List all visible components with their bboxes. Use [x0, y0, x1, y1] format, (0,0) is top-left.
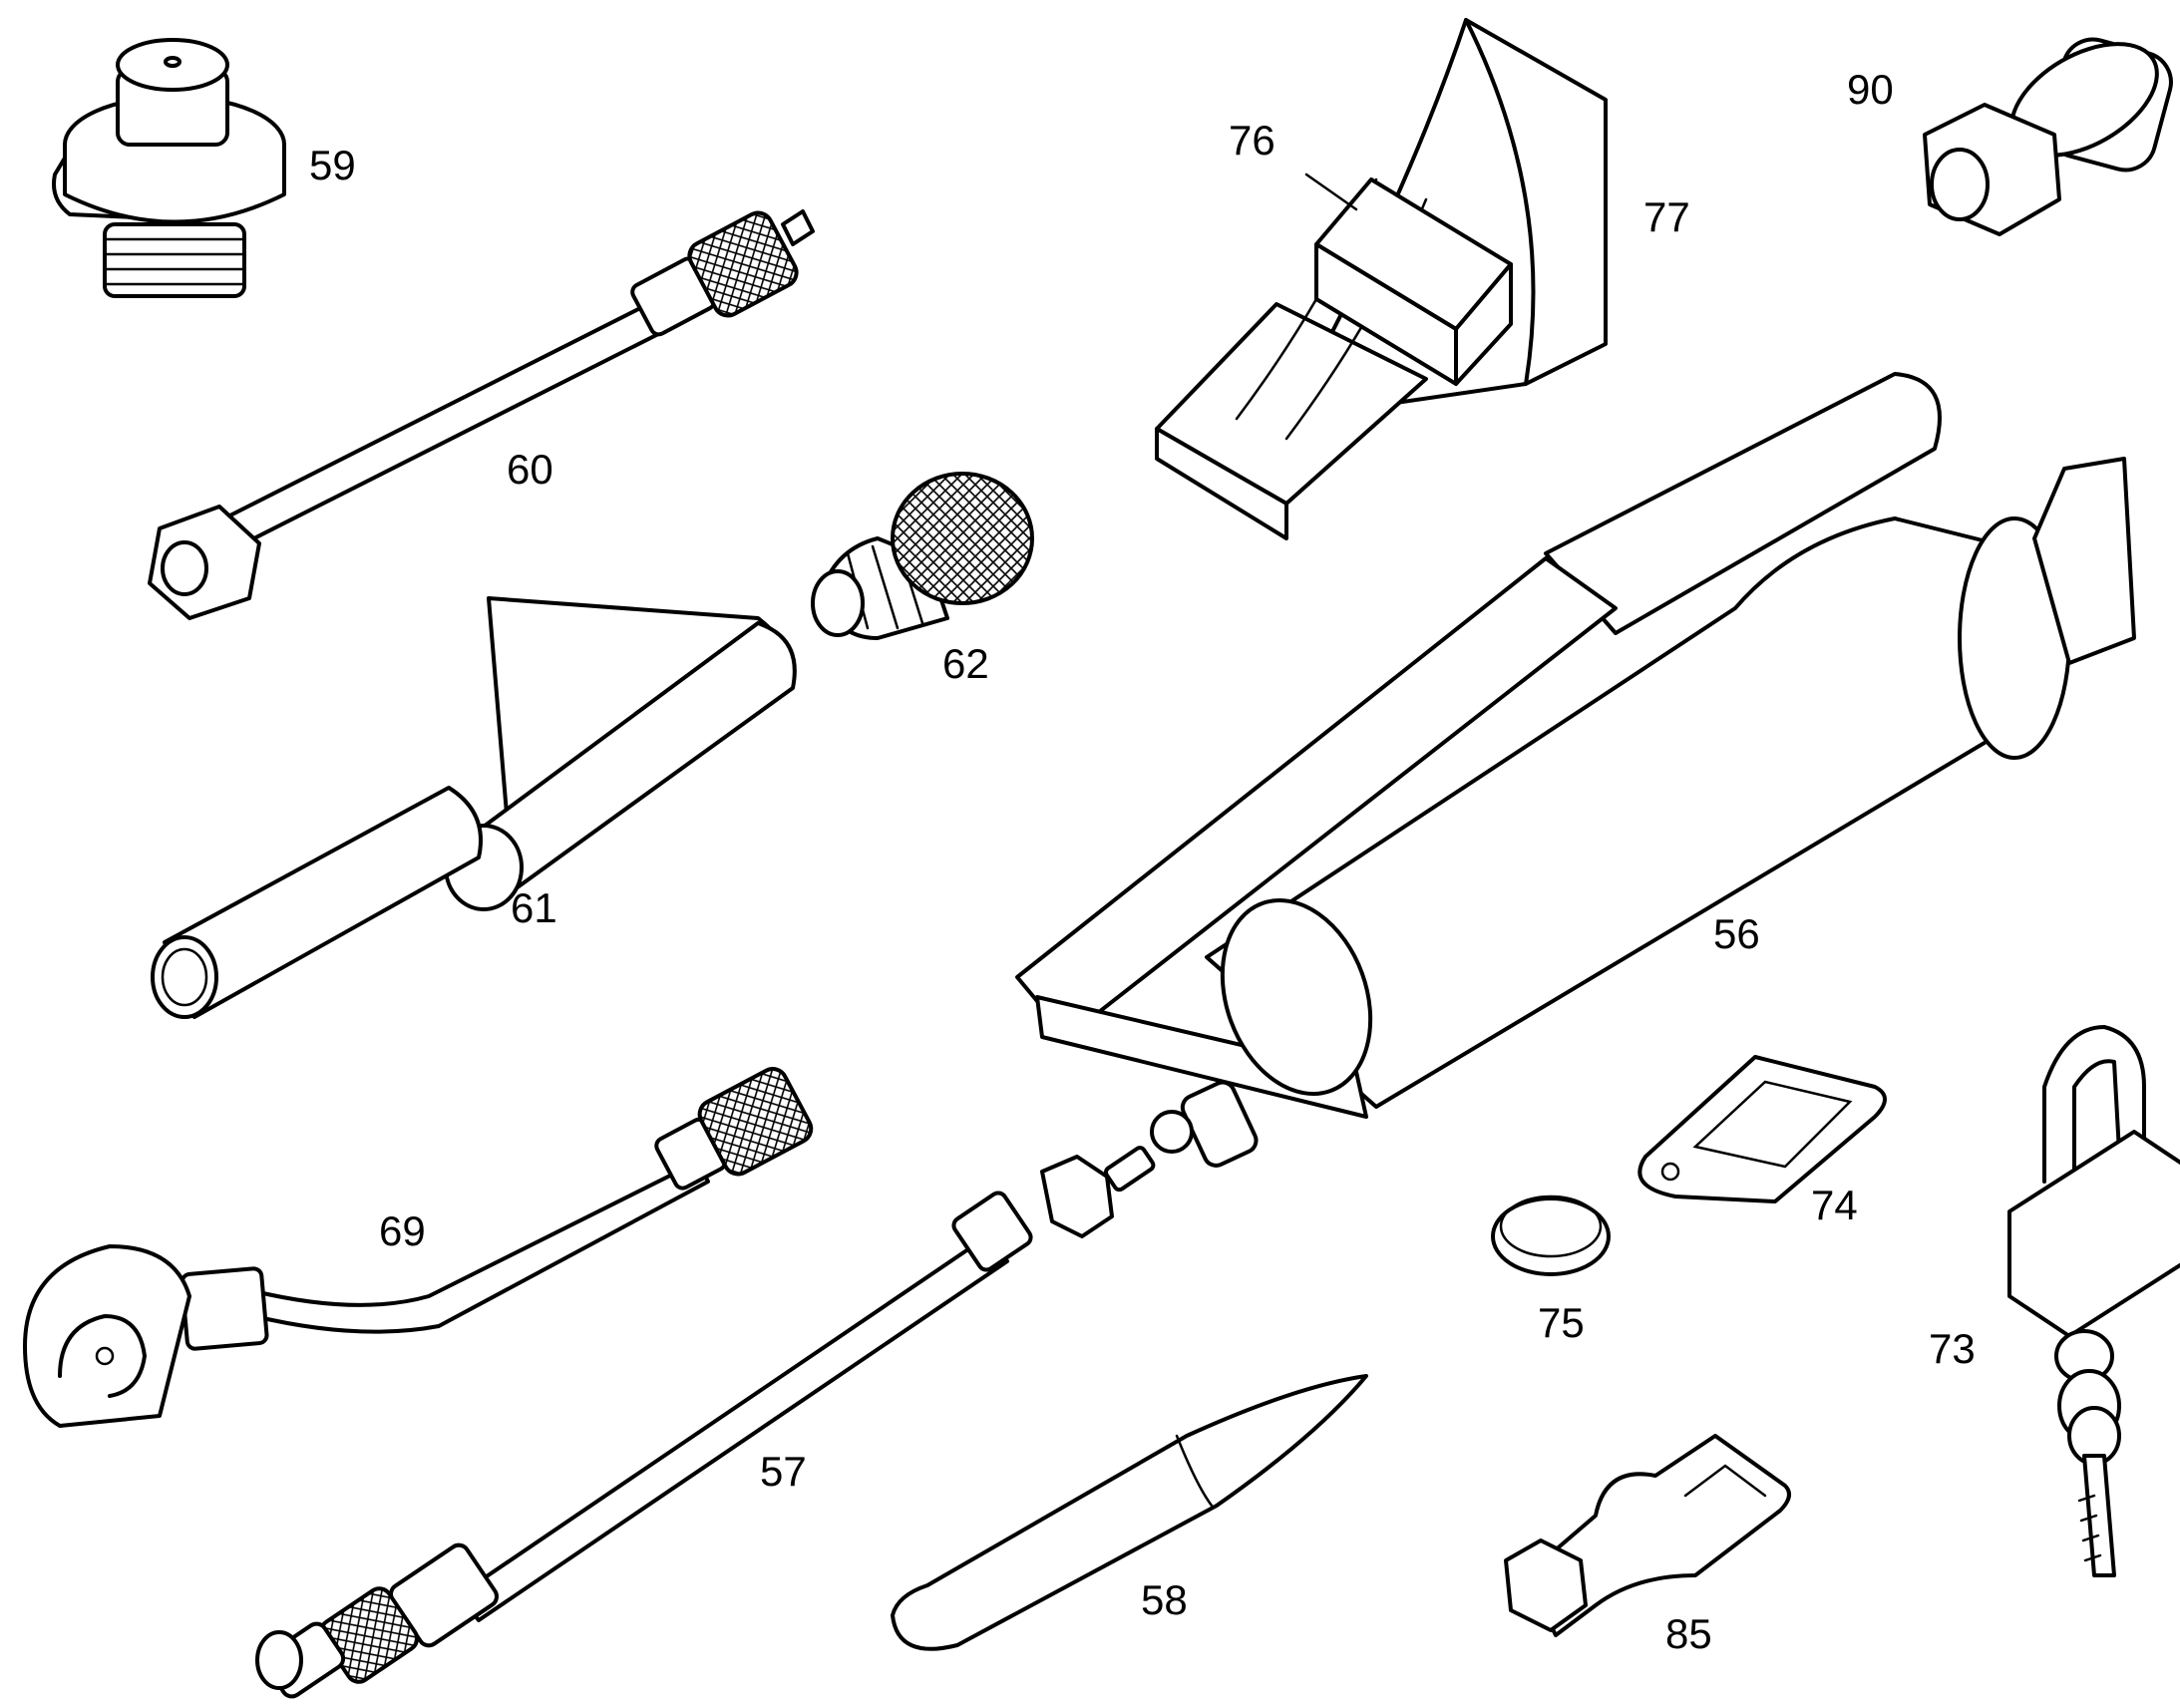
- knurled-adapter-drawing: [811, 472, 1034, 640]
- part-number-75: 75: [1538, 1299, 1585, 1346]
- nozzle-cap-drawing: [52, 38, 286, 298]
- part-number-62: 62: [942, 640, 989, 687]
- part-number-57: 57: [760, 1448, 807, 1495]
- flexible-hose-drawing: [255, 1146, 1156, 1699]
- key-tag-drawing: [1637, 1055, 1887, 1203]
- grease-gun-drawing: [1015, 372, 2136, 1168]
- split-ring-drawing: [1491, 1195, 1611, 1276]
- tapered-pin-drawing: [891, 1374, 1368, 1651]
- tube-sleeve-drawing: [151, 596, 797, 1019]
- part-number-69: 69: [379, 1207, 426, 1254]
- hex-key-drawing: [1504, 1434, 1791, 1637]
- padlock-drawing: [2007, 1025, 2180, 1577]
- part-number-90: 90: [1847, 66, 1894, 113]
- part-number-60: 60: [507, 446, 553, 493]
- bent-nozzle-hose-drawing: [23, 1067, 814, 1428]
- part-number-56: 56: [1713, 910, 1760, 957]
- part-number-74: 74: [1811, 1182, 1858, 1228]
- part-number-58: 58: [1141, 1576, 1188, 1623]
- part-number-73: 73: [1929, 1325, 1976, 1372]
- extension-rod-drawing: [148, 209, 815, 620]
- part-number-77: 77: [1643, 193, 1690, 240]
- chock-insert-drawing: [1304, 172, 1513, 386]
- part-number-61: 61: [511, 884, 557, 931]
- socket-nut-drawing: [1923, 37, 2173, 236]
- part-number-76: 76: [1229, 117, 1275, 164]
- part-number-59: 59: [309, 142, 356, 188]
- part-number-85: 85: [1665, 1610, 1712, 1657]
